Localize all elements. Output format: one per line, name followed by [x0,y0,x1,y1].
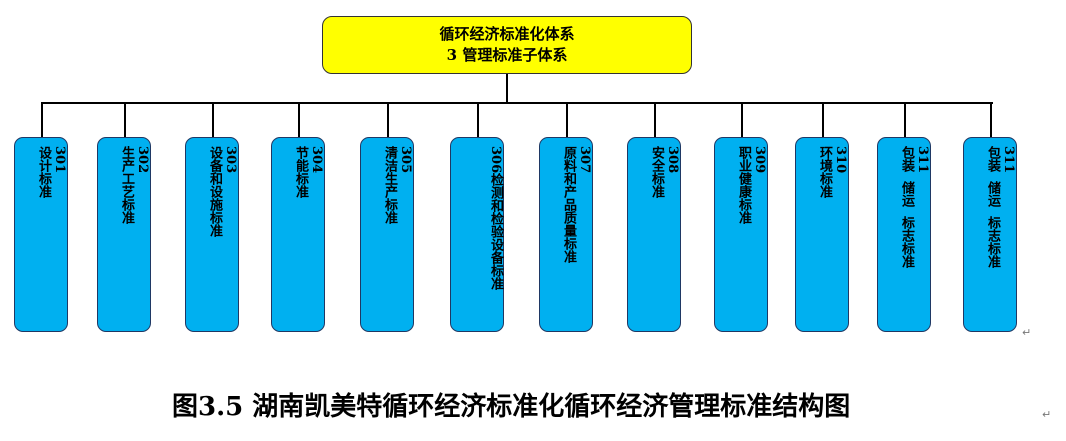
horizontal-bus [41,102,993,104]
child-node-304: 304 节能标准 [271,137,325,332]
child-node-label: 302 生产工艺标准 [119,146,150,224]
child-connector [566,102,568,137]
child-node-301: 301 设计标准 [14,137,68,332]
paragraph-mark-icon: ↵ [1022,326,1032,339]
figure-caption: 图3.5 湖南凯美特循环经济标准化循环经济管理标准结构图 [172,392,851,422]
root-title: 循环经济标准化体系 [439,25,575,43]
child-node-307: 307 原料和产品质量标准 [539,137,593,332]
child-connector [741,102,743,137]
child-node-label: 307 原料和产品质量标准 [561,146,592,263]
child-connector [387,102,389,137]
child-node-label: 310 环境标准 [817,146,848,198]
child-connector [298,102,300,137]
child-node-303: 303 设备和设施标准 [185,137,239,332]
child-connector [124,102,126,137]
child-node-310: 310 环境标准 [795,137,849,332]
child-node-302: 302 生产工艺标准 [97,137,151,332]
child-node-label: 303 设备和设施标准 [207,146,238,237]
child-node-311b: 311 包装 储运 标志标准 [963,137,1017,332]
child-node-305: 305 清洁生产标准 [360,137,414,332]
child-node-311a: 311 包装 储运 标志标准 [877,137,931,332]
child-node-label: 301 设计标准 [36,146,67,198]
root-subtitle: 3 管理标准子体系 [446,46,568,64]
child-connector [904,102,906,137]
child-node-309: 309 职业健康标准 [714,137,768,332]
child-node-308: 308 安全标准 [627,137,681,332]
child-connector [41,102,43,137]
child-connector [212,102,214,137]
child-connector [990,102,992,137]
root-node: 循环经济标准化体系 3 管理标准子体系 [322,16,692,74]
child-node-306: 306检测和检验设备标准 [450,137,504,332]
child-connector [477,102,479,137]
child-node-label: 308 安全标准 [649,146,680,198]
child-connector [654,102,656,137]
child-node-label: 309 职业健康标准 [736,146,767,224]
child-connector [822,102,824,137]
child-node-label: 304 节能标准 [293,146,324,198]
root-connector [506,74,508,102]
child-node-label: 311 包装 储运 标志标准 [985,146,1016,269]
child-node-label: 306检测和检验设备标准 [488,146,503,291]
child-node-label: 311 包装 储运 标志标准 [899,146,930,269]
child-node-label: 305 清洁生产标准 [382,146,413,224]
paragraph-mark-icon: ↵ [1042,408,1052,421]
